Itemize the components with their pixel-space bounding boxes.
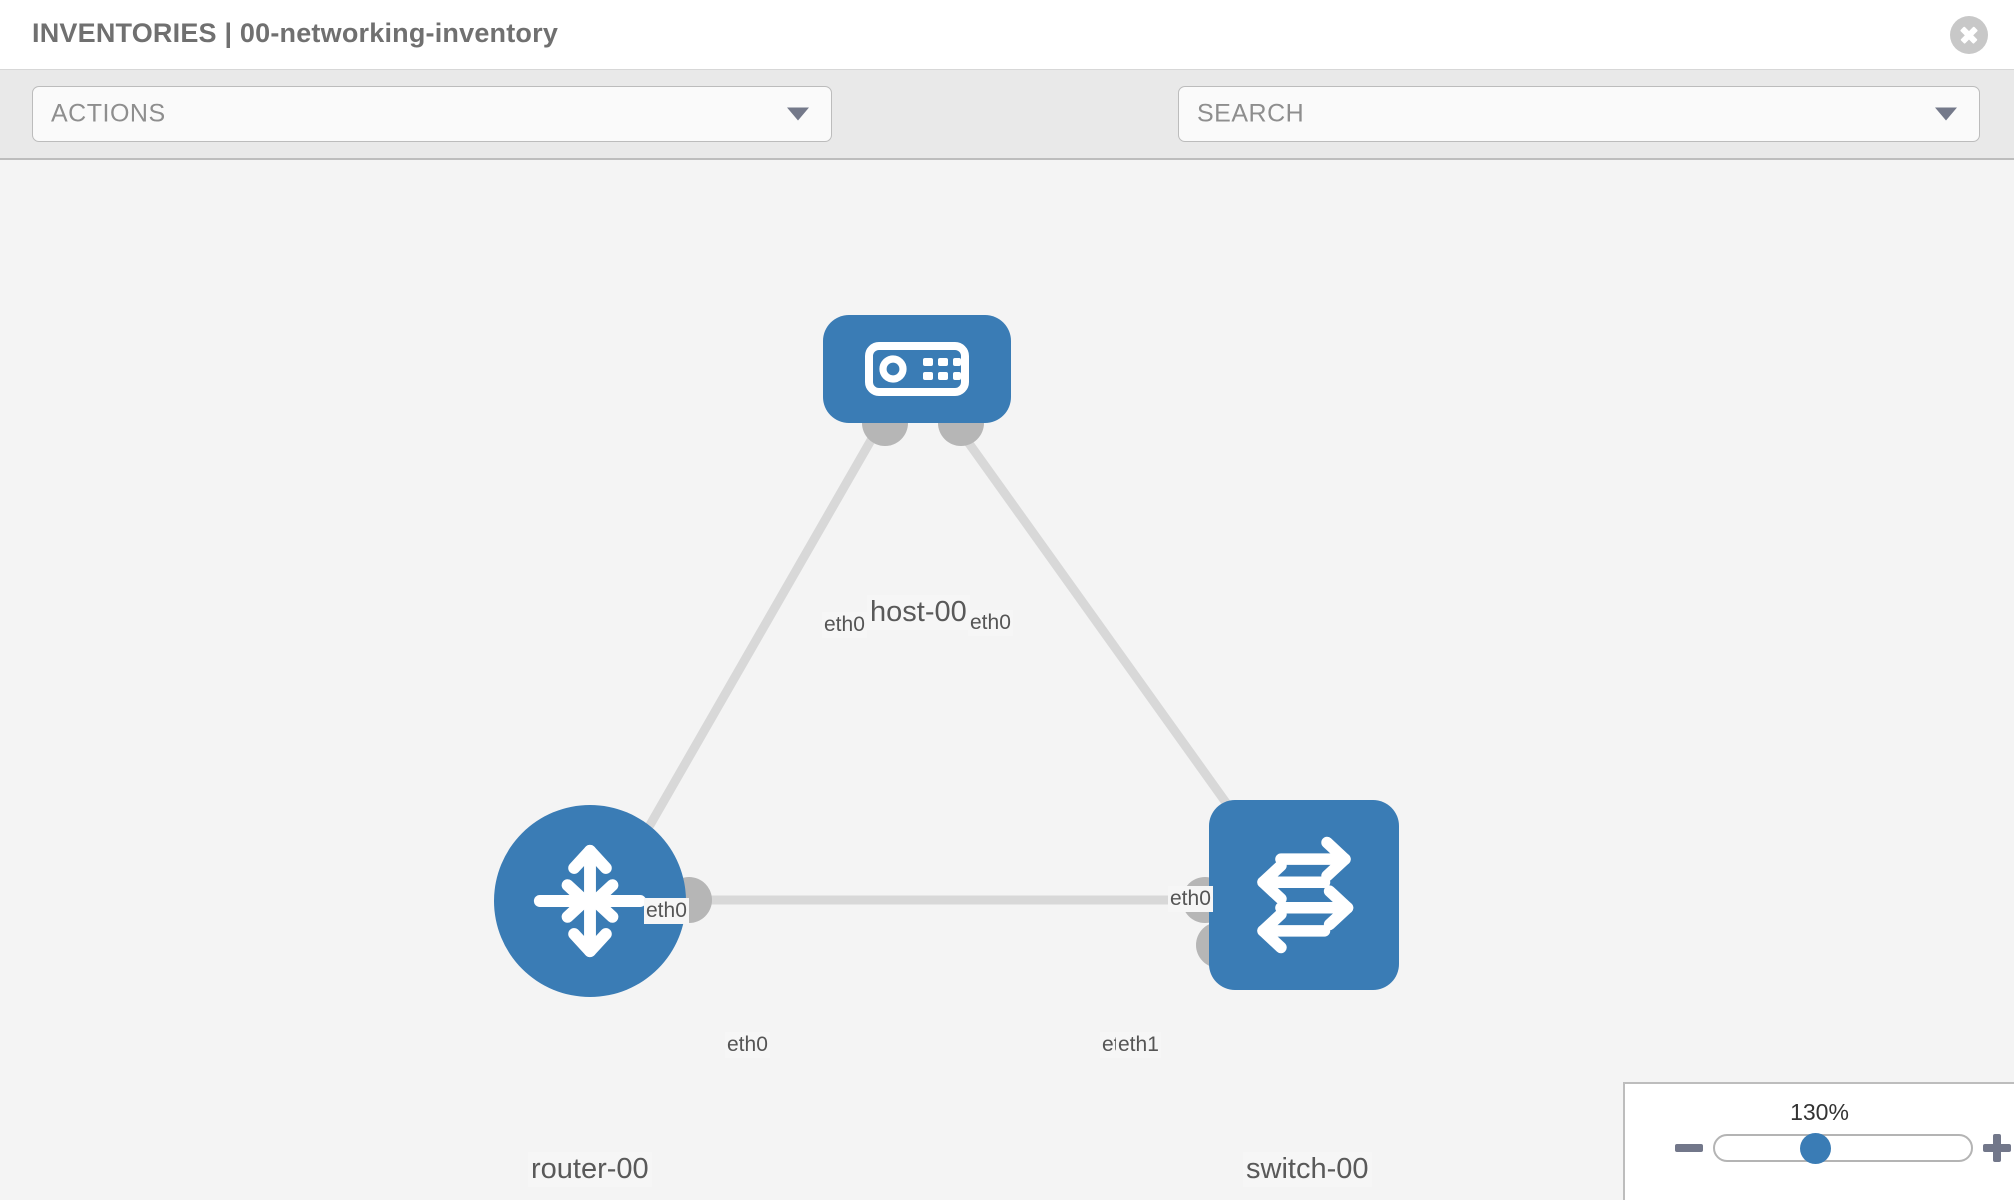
edge-label-host-left: eth0	[822, 612, 867, 638]
node-label-host-00: host-00	[867, 595, 970, 630]
zoom-in-button[interactable]	[1983, 1134, 2011, 1162]
actions-dropdown[interactable]: ACTIONS	[32, 86, 832, 142]
zoom-control-panel: 130%	[1623, 1082, 2014, 1200]
page-title: INVENTORIES | 00-networking-inventory	[32, 18, 559, 48]
switch-arrows-icon	[1257, 836, 1354, 954]
node-switch-00[interactable]	[1209, 800, 1399, 990]
edge-label-switch-left-b: eth1	[1116, 1032, 1161, 1058]
toolbar: ACTIONS SEARCH	[0, 70, 2014, 198]
edge-label-switch-up: eth0	[1168, 886, 1213, 912]
page-header: INVENTORIES | 00-networking-inventory	[0, 0, 2014, 70]
router-arrows-icon	[533, 844, 647, 958]
actions-dropdown-label: ACTIONS	[51, 99, 166, 128]
chevron-down-icon	[787, 107, 809, 121]
node-label-switch-00: switch-00	[1243, 1152, 1372, 1187]
plus-icon-vertical	[1993, 1134, 2001, 1162]
zoom-level-label: 130%	[1790, 1099, 1849, 1125]
close-icon[interactable]	[1950, 16, 1988, 54]
link-host-router	[645, 423, 883, 830]
topology-canvas[interactable]: eth0 host-00 eth0 eth0 eth0 eth0 eth eth…	[0, 160, 2014, 1200]
chevron-down-icon	[1935, 107, 1957, 121]
node-label-router-00: router-00	[528, 1152, 652, 1187]
node-host-00[interactable]	[823, 315, 1011, 423]
zoom-slider-thumb[interactable]	[1800, 1133, 1831, 1164]
zoom-out-button[interactable]	[1675, 1144, 1703, 1152]
topology-links	[645, 423, 1247, 905]
search-input[interactable]: SEARCH	[1178, 86, 1980, 142]
search-placeholder: SEARCH	[1197, 99, 1305, 128]
link-host-switch	[953, 423, 1247, 830]
server-icon	[865, 342, 969, 396]
zoom-slider[interactable]	[1713, 1134, 1973, 1162]
edge-label-router-right: eth0	[725, 1032, 770, 1058]
edge-label-host-right: eth0	[968, 610, 1013, 636]
edge-label-router-up: eth0	[644, 898, 689, 924]
